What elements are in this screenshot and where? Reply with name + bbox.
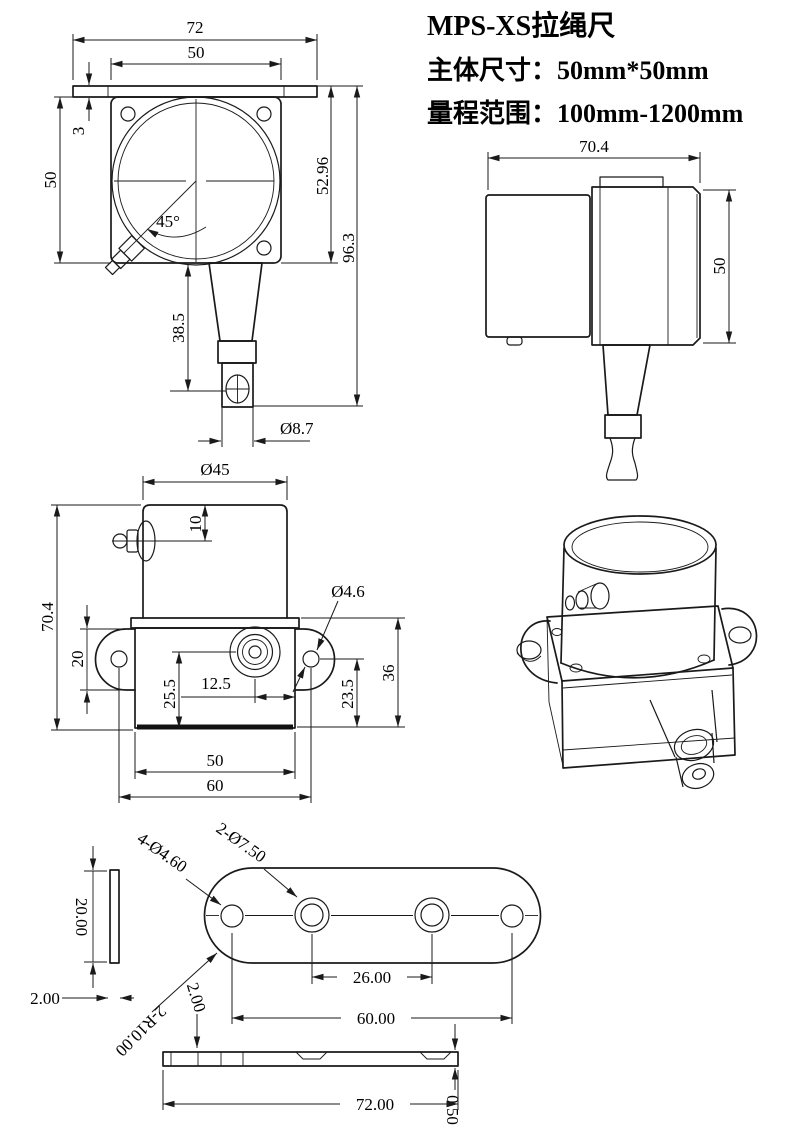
- dim-large-hole-spacing: 26.00: [353, 968, 391, 987]
- bracket-leg-side: [109, 869, 120, 964]
- product-title: MPS-XS拉绳尺: [427, 9, 615, 42]
- iso-screw-hole: [697, 654, 711, 664]
- dim-depth: 70.4: [579, 137, 609, 156]
- top-view-dimensions: Ø45 10 70.4 20 25.5 12.5: [38, 460, 405, 803]
- dim-ear-hole-spacing: 60: [207, 776, 224, 795]
- left-ear: [94, 628, 136, 691]
- dim-outlet-center-height: 25.5: [160, 679, 179, 709]
- dim-cable-angle: 45°: [156, 212, 180, 231]
- title-block: MPS-XS拉绳尺 主体尺寸：50mm*50mm 量程范围：100mm-1200…: [427, 9, 744, 128]
- dim-ear-hole-height: 23.5: [338, 679, 357, 709]
- bracket-view: 20.00 2.00 4-Ø4.60 2-Ø7.50 2-R10.00 2.00…: [30, 819, 542, 1125]
- iso-left-ear-hole: [516, 640, 542, 660]
- iso-screw-hole: [551, 628, 563, 636]
- dim-base-height: 36: [379, 665, 398, 682]
- guide-block: [217, 340, 257, 364]
- dim-total-height: 96.3: [339, 233, 358, 263]
- small-hole: [500, 904, 524, 928]
- dim-eyelet-width: Ø8.7: [280, 419, 314, 438]
- iso-left-ear: [520, 620, 558, 684]
- iso-connector: [564, 582, 610, 611]
- large-hole-inner: [300, 903, 324, 927]
- iso-outlet: [649, 689, 718, 790]
- corner-hole: [256, 106, 272, 122]
- drum-housing: [485, 194, 591, 338]
- dim-flange-width: 72: [187, 18, 204, 37]
- body-size-label: 主体尺寸：50mm*50mm: [427, 56, 709, 85]
- dim-flange-thickness: 3: [69, 127, 88, 136]
- left-ear-hole: [110, 650, 128, 668]
- corner-hole: [256, 240, 272, 256]
- isometric-view: [516, 515, 758, 790]
- base-lip: [130, 617, 300, 629]
- top-view: Ø45 10 70.4 20 25.5 12.5: [38, 460, 405, 803]
- cable-connector: [104, 235, 145, 276]
- dim-outlet-offset: 12.5: [201, 674, 231, 693]
- rope-spool: [605, 437, 639, 481]
- drum-circle-outer: [111, 96, 281, 266]
- guide-block: [604, 414, 642, 439]
- dim-guide-length: 38.5: [169, 313, 188, 343]
- dim-small-holes: 4-Ø4.60: [134, 829, 191, 877]
- side-view: 70.4 50: [485, 137, 736, 481]
- front-view: 72 50 3 50 52.96 96.3 38: [41, 18, 363, 447]
- small-hole: [220, 904, 244, 928]
- right-ear-hole: [302, 650, 320, 668]
- dim-end-radius: 2-R10.00: [112, 1002, 171, 1061]
- dim-step-height: 0.50: [443, 1095, 462, 1125]
- front-view-dimensions: 72 50 3 50 52.96 96.3 38: [41, 18, 363, 447]
- bracket-plate-edge: [162, 1051, 459, 1067]
- connector-flange: [136, 520, 156, 562]
- bracket-dimensions: 20.00 2.00 4-Ø4.60 2-Ø7.50 2-R10.00 2.00…: [30, 819, 513, 1125]
- angle-leader: [123, 180, 197, 254]
- dim-body-height: 50: [41, 172, 60, 189]
- side-view-dimensions: 70.4 50: [487, 137, 736, 344]
- dim-connector-center: 10: [186, 516, 205, 533]
- dim-plate-length: 72.00: [356, 1095, 394, 1114]
- base-housing: [591, 186, 701, 346]
- dim-top-to-body-bottom: 52.96: [313, 157, 332, 195]
- dim-ear-hole-diameter: Ø4.6: [331, 582, 365, 601]
- iso-flange-top: [546, 605, 734, 682]
- dim-leg-length: 20.00: [72, 898, 91, 936]
- side-view-geometry: [485, 176, 701, 481]
- dim-ear-width: 20: [68, 651, 87, 668]
- connector-barrel: [126, 529, 139, 553]
- front-view-geometry: [72, 85, 318, 408]
- dim-drum-diameter: Ø45: [200, 460, 229, 479]
- iso-right-ear-hole: [728, 626, 752, 644]
- large-hole-outer: [414, 897, 450, 933]
- range-label: 量程范围：100mm-1200mm: [427, 99, 744, 128]
- dim-height: 50: [710, 258, 729, 275]
- dim-leg-thickness: 2.00: [30, 989, 60, 1008]
- cylinder-top: [563, 515, 717, 575]
- iso-screw-hole: [569, 663, 583, 673]
- dim-small-hole-spacing: 60.00: [357, 1009, 395, 1028]
- angle-arc: [146, 226, 207, 238]
- drum-body: [142, 504, 288, 619]
- iso-right-ear: [721, 607, 758, 666]
- iso-base-body: [561, 667, 736, 769]
- top-view-geometry: [94, 504, 336, 730]
- dim-base-width: 50: [207, 751, 224, 770]
- countersink-profile: [295, 1051, 328, 1060]
- eyelet-holder: [221, 362, 254, 408]
- bracket-plate: [203, 867, 542, 964]
- housing-foot: [506, 336, 523, 346]
- large-hole-outer: [294, 897, 330, 933]
- dim-body-width: 50: [188, 43, 205, 62]
- dim-overall-height: 70.4: [38, 602, 57, 632]
- wire-guide-taper: [208, 262, 263, 342]
- bracket-geometry: [109, 867, 542, 1067]
- dim-plate-thickness: 2.00: [183, 980, 210, 1014]
- top-tab: [599, 176, 664, 188]
- countersink-profile: [419, 1051, 452, 1060]
- wire-guide-taper: [602, 344, 651, 416]
- flange-plate: [72, 85, 318, 98]
- corner-hole: [120, 106, 136, 122]
- dim-large-holes: 2-Ø7.50: [213, 819, 270, 867]
- large-hole-inner: [420, 903, 444, 927]
